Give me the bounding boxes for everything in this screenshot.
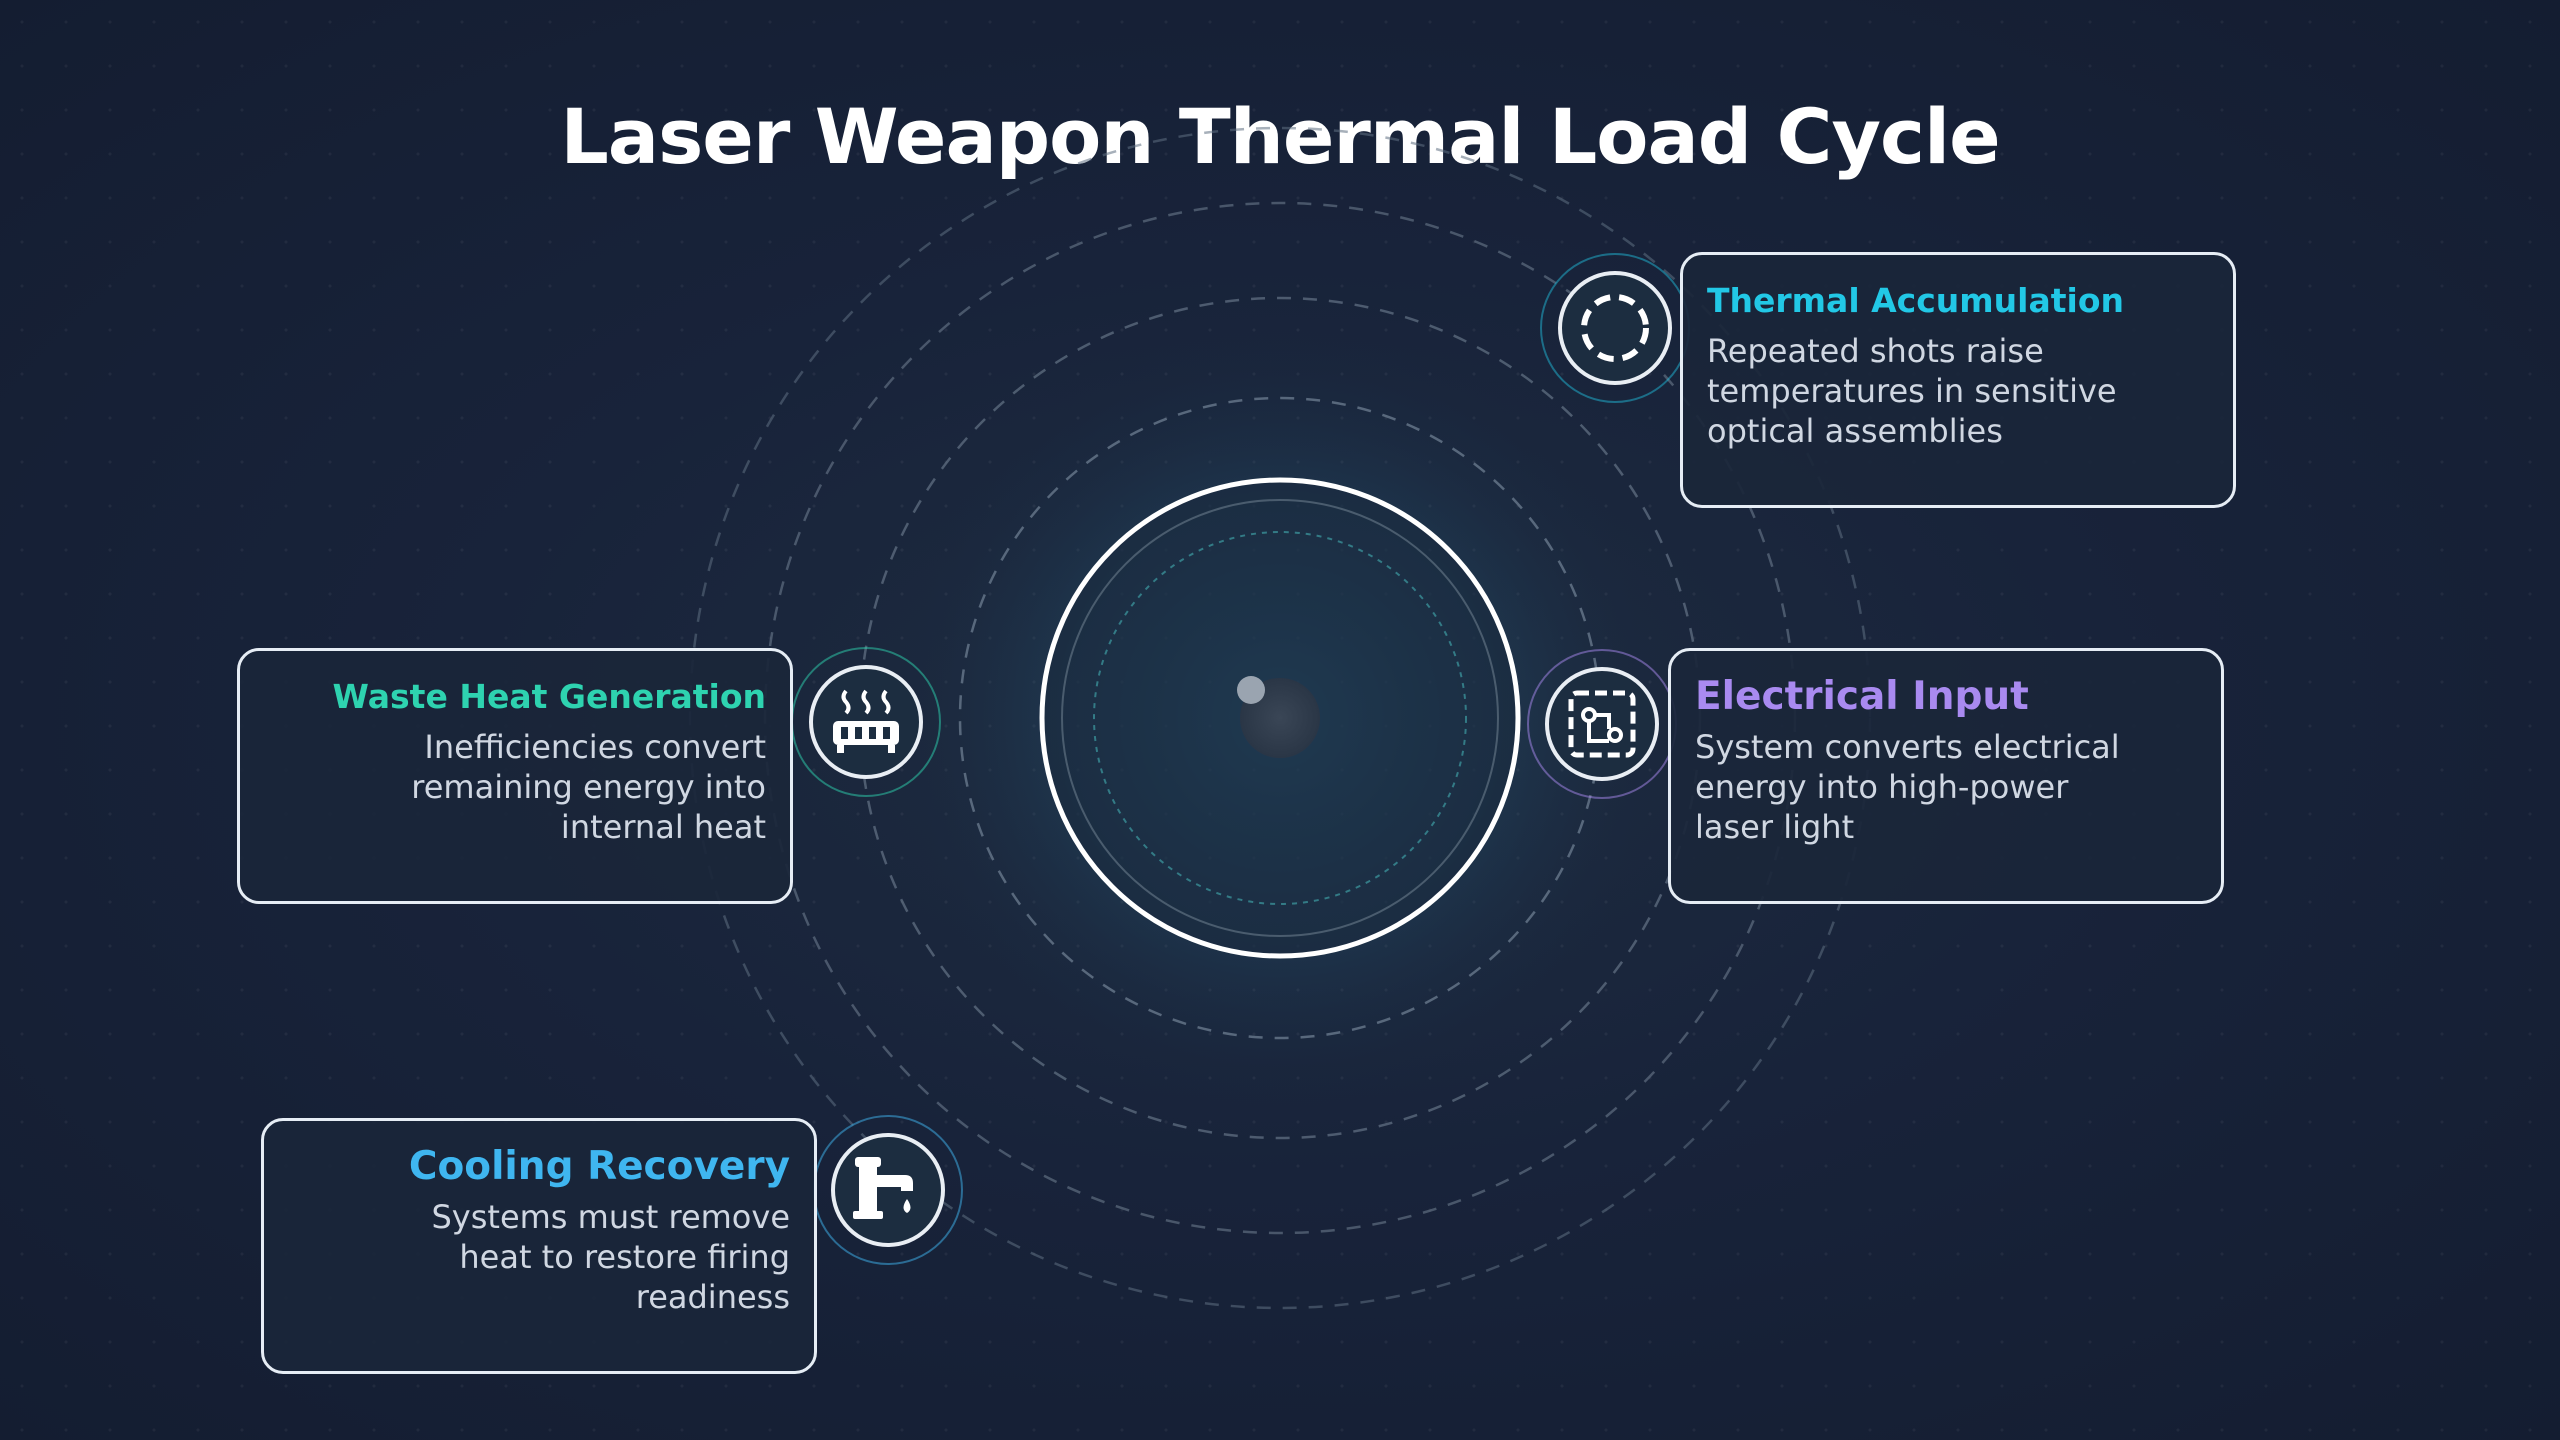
cooling-recovery-badge [831, 1133, 945, 1247]
waste-heat-generation-card: Waste Heat Generation Inefficiencies con… [237, 648, 793, 904]
electrical-input-title: Electrical Input [1695, 674, 2029, 719]
thermal-accumulation-card: Thermal Accumulation Repeated shots rais… [1680, 252, 2236, 508]
electrical-input-description: System converts electrical energy into h… [1695, 728, 2120, 846]
radiator-heat-icon [833, 689, 899, 753]
waste-heat-generation-title: Waste Heat Generation [332, 677, 766, 716]
water-tap-icon [853, 1157, 913, 1219]
cooling-recovery-card: Cooling Recovery Systems must remove hea… [261, 1118, 817, 1374]
page-title: Laser Weapon Thermal Load Cycle [560, 92, 2000, 181]
center-highlight [1237, 676, 1265, 704]
electrical-input-badge [1545, 667, 1659, 781]
waste-heat-badge [809, 665, 923, 779]
waste-heat-generation-description: Inefficiencies convert remaining energy … [411, 728, 766, 846]
thermal-accumulation-title: Thermal Accumulation [1707, 281, 2124, 320]
circuit-board-icon [1568, 690, 1636, 758]
center-ring-teal [1093, 531, 1467, 905]
center-ring-inner [1061, 499, 1499, 937]
dashed-circle-icon [1581, 294, 1649, 362]
thermal-accumulation-description: Repeated shots raise temperatures in sen… [1707, 332, 2117, 450]
cooling-recovery-description: Systems must remove heat to restore firi… [431, 1198, 790, 1316]
cooling-recovery-title: Cooling Recovery [408, 1144, 790, 1189]
electrical-input-card: Electrical Input System converts electri… [1668, 648, 2224, 904]
thermal-accumulation-badge [1558, 271, 1672, 385]
